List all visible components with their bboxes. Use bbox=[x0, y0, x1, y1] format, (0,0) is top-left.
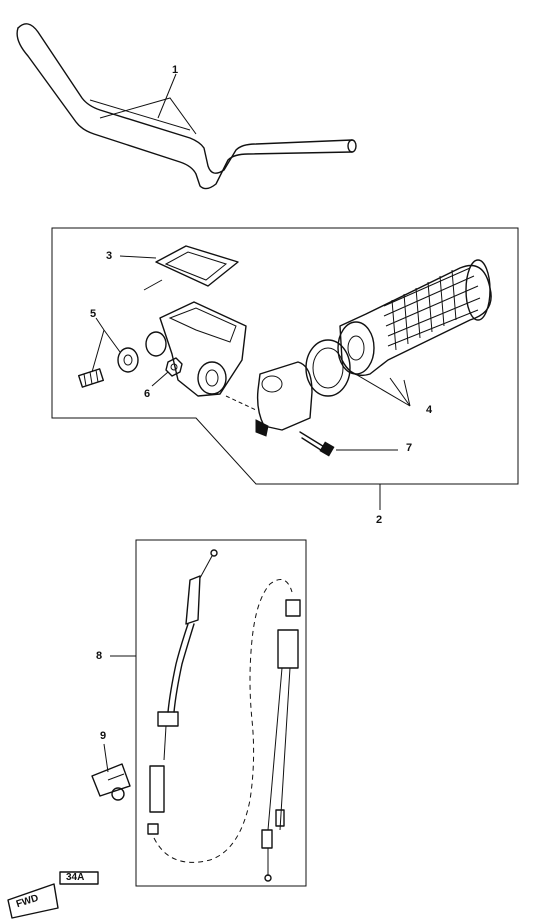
cable-pair bbox=[261, 599, 301, 882]
bolt-7 bbox=[299, 431, 335, 457]
callout-8: 8 bbox=[96, 650, 103, 662]
callout-3: 3 bbox=[106, 250, 113, 262]
callout-4: 4 bbox=[426, 404, 433, 416]
leader-6 bbox=[151, 371, 169, 387]
assembly-box-8 bbox=[135, 539, 307, 887]
leader-4 bbox=[351, 371, 411, 407]
assembly-axis bbox=[225, 395, 257, 411]
assembly-box-2 bbox=[51, 227, 519, 485]
throttle-cable bbox=[147, 549, 293, 863]
callout-5: 5 bbox=[90, 308, 97, 320]
footer-stamp bbox=[7, 871, 99, 919]
ring-4 bbox=[305, 339, 351, 397]
code-label: 34A bbox=[66, 872, 85, 883]
leader-5 bbox=[91, 317, 121, 373]
cable-guide-9 bbox=[91, 763, 131, 801]
leader-3 bbox=[119, 255, 157, 259]
washer-5 bbox=[117, 347, 139, 373]
grip-4 bbox=[337, 259, 492, 377]
callout-9: 9 bbox=[100, 730, 107, 742]
throttle-tube bbox=[255, 361, 313, 437]
nut-6 bbox=[165, 357, 183, 377]
callout-7: 7 bbox=[406, 442, 413, 454]
leader-9 bbox=[103, 743, 109, 773]
throttle-cover bbox=[143, 245, 239, 291]
callout-2: 2 bbox=[376, 514, 383, 526]
callout-1: 1 bbox=[172, 64, 179, 76]
handlebar bbox=[16, 23, 357, 190]
leader-1 bbox=[157, 73, 177, 119]
screw-5 bbox=[77, 368, 105, 388]
throttle-housing bbox=[145, 301, 247, 397]
callout-6: 6 bbox=[144, 388, 151, 400]
